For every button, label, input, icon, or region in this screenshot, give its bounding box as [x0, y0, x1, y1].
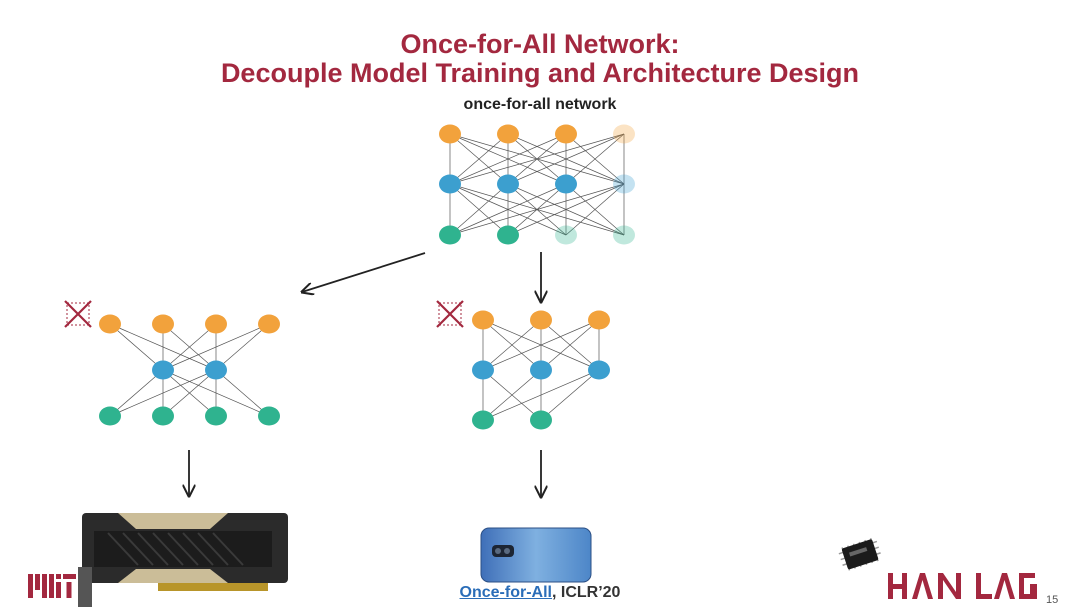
supernet-node: [555, 124, 577, 144]
gpu-card-icon: [78, 513, 288, 607]
supernet-node: [497, 225, 519, 245]
title-line-2: Decouple Model Training and Architecture…: [220, 58, 860, 88]
subnet-gpu-node: [205, 406, 227, 426]
subnet-mobile-node: [530, 360, 552, 380]
subnet-gpu-node: [152, 314, 174, 334]
supernet-edge: [449, 183, 567, 236]
subnet-mobile-node: [530, 310, 552, 330]
subnet-gpu-node: [99, 406, 121, 426]
supernet-node: [555, 174, 577, 194]
supernet-node: [439, 124, 461, 144]
subnet-mobile-node: [472, 410, 494, 430]
supernet-edge: [507, 183, 625, 236]
network-label: once-for-all network: [463, 96, 617, 113]
supernet-node: [497, 174, 519, 194]
subnet-gpu-edge: [109, 369, 217, 417]
han-lab-logo: [888, 573, 1037, 599]
title-line-1: Once-for-All Network:: [400, 29, 680, 59]
subnet-gpu-edge: [109, 369, 164, 417]
subnet-gpu-node: [258, 406, 280, 426]
subnet-gpu-edge: [162, 369, 217, 417]
left-arrow-icon: [302, 252, 426, 292]
prune-cross-icon: [436, 300, 464, 328]
supernet-node: [555, 225, 577, 245]
subnet-mobile-node: [588, 310, 610, 330]
subnet-gpu-edge: [215, 369, 270, 417]
supernet-edge: [449, 133, 567, 185]
supernet-node: [613, 174, 635, 194]
citation-link[interactable]: Once-for-All: [459, 584, 552, 601]
supernet-node: [439, 174, 461, 194]
subnet-gpu-node: [152, 406, 174, 426]
supernet-edge: [449, 183, 509, 236]
subnet-mobile-node: [588, 360, 610, 380]
supernet-edge: [449, 133, 509, 185]
citation-text: , ICLR’20: [551, 584, 621, 601]
subnet-gpu-node: [258, 314, 280, 334]
subnet-gpu-node: [205, 314, 227, 334]
phone-icon: [480, 527, 592, 583]
subnet-mobile-edge: [540, 369, 600, 421]
prune-cross-icon: [64, 300, 92, 328]
citation: Once-for-All, ICLR’20: [400, 584, 680, 602]
mit-logo: [28, 574, 76, 598]
supernet-edge: [565, 183, 625, 236]
supernet-node: [497, 124, 519, 144]
subnet-gpu-edge: [109, 323, 164, 371]
page-number: 15: [1046, 594, 1059, 606]
subnet-mobile-node: [530, 410, 552, 430]
subnet-mobile-node: [472, 360, 494, 380]
slide-title: Once-for-All Network: Decouple Model Tra…: [0, 30, 1080, 88]
supernet-node: [439, 225, 461, 245]
supernet-node: [613, 124, 635, 144]
subnet-gpu-node: [99, 314, 121, 334]
subnet-gpu-node: [205, 360, 227, 380]
supernet-node: [613, 225, 635, 245]
supernet-edge: [507, 133, 625, 185]
supernet-edge: [449, 133, 625, 185]
microcontroller-chip-icon: [838, 538, 881, 571]
subnet-mobile-edge: [482, 319, 542, 371]
subnet-gpu-node: [152, 360, 174, 380]
supernet-edge: [565, 133, 625, 185]
subnet-mobile-edge: [540, 319, 600, 371]
subnet-mobile-edge: [482, 369, 600, 421]
subnet-mobile-node: [472, 310, 494, 330]
subnet-mobile-edge: [482, 319, 600, 371]
subnet-gpu-edge: [215, 323, 270, 371]
subnet-gpu-edge: [162, 323, 217, 371]
subnet-gpu-edge: [162, 323, 270, 371]
subnet-mobile-edge: [482, 369, 542, 421]
supernet-edge: [449, 183, 625, 236]
